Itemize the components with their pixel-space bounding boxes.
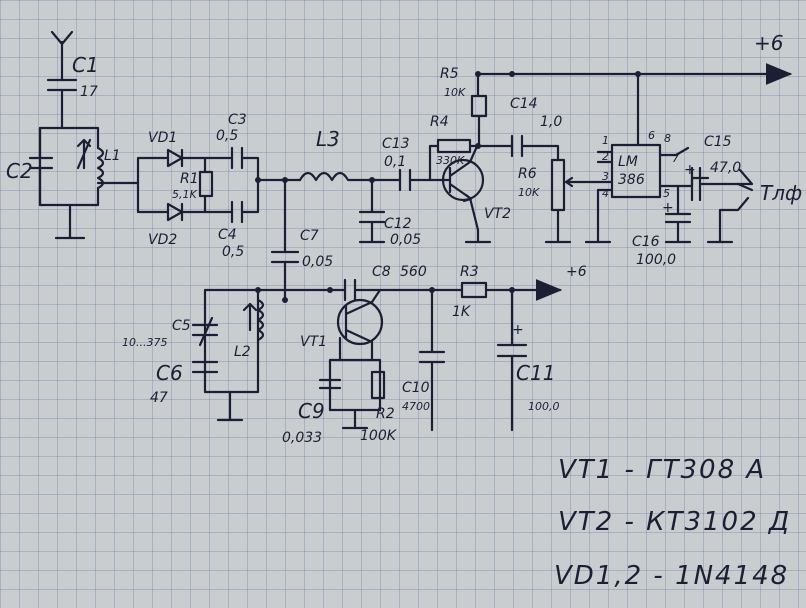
value-c9: 0,033 — [282, 430, 322, 446]
vt2-stage — [428, 71, 560, 244]
label-l3: L3 — [316, 127, 340, 151]
label-c6: C6 — [156, 361, 183, 385]
value-c13: 0,1 — [384, 154, 406, 170]
value-r4: 330K — [436, 154, 465, 167]
ic-pin-6: 6 — [648, 129, 655, 142]
ic-pin-2: 2 — [602, 150, 609, 163]
value-c15: 47,0 — [710, 160, 741, 176]
ic-label-line2: 386 — [618, 172, 645, 188]
value-c4: 0,5 — [222, 244, 244, 260]
plus-c11: + — [512, 322, 524, 338]
potentiometer-r6 — [544, 158, 600, 244]
label-vt1: VT1 — [300, 334, 327, 350]
note-vt2: VT2 - КТ3102 Д — [558, 507, 791, 537]
label-l2: L2 — [234, 344, 251, 360]
label-vd2: VD2 — [148, 232, 177, 248]
capacitor-c7 — [270, 178, 300, 302]
value-r1: 5,1K — [172, 188, 197, 201]
value-c5: 10...375 — [122, 336, 167, 349]
ic-pin-5: 5 — [663, 187, 670, 200]
capacitor-c1 — [46, 78, 78, 130]
value-c3: 0,5 — [216, 128, 238, 144]
value-r6: 10K — [518, 186, 540, 199]
label-vd1: VD1 — [148, 130, 177, 146]
label-c4: C4 — [218, 227, 237, 243]
value-c7: 0,05 — [302, 254, 333, 270]
value-c12: 0,05 — [390, 232, 421, 248]
antenna — [50, 30, 74, 82]
label-supply-main: +6 — [754, 31, 783, 55]
value-c11: 100,0 — [528, 400, 560, 413]
ic-pin-3: 3 — [602, 170, 609, 183]
value-c6: 47 — [150, 390, 168, 406]
label-c3: C3 — [228, 112, 247, 128]
ic-pin-8: 8 — [664, 132, 671, 145]
note-vt1: VT1 - ГТ308 А — [558, 455, 766, 485]
label-r2: R2 — [376, 406, 395, 422]
label-c16: C16 — [632, 234, 660, 250]
label-phones: Тлф — [760, 181, 802, 205]
label-c14: C14 — [510, 96, 538, 112]
ic-pin-1: 1 — [602, 134, 609, 147]
label-r5: R5 — [440, 66, 459, 82]
value-r2: 100K — [360, 428, 398, 444]
note-vd12: VD1,2 - 1N4148 — [554, 561, 789, 591]
label-r4: R4 — [430, 114, 449, 130]
value-r5: 10K — [444, 86, 466, 99]
label-r1: R1 — [180, 171, 199, 187]
oscillator-tank — [191, 287, 332, 422]
oscillator-supply — [398, 283, 560, 432]
label-c9: C9 — [298, 399, 325, 423]
plus-c15: + — [684, 162, 696, 178]
label-c10: C10 — [402, 380, 430, 396]
value-c1: 17 — [80, 84, 98, 100]
label-c8: C8 — [372, 264, 391, 280]
headphone-jack — [706, 168, 754, 244]
value-c14: 1,0 — [540, 114, 562, 130]
label-r3: R3 — [460, 264, 479, 280]
label-l1: L1 — [104, 148, 121, 164]
amplifier-ic-lm386 — [584, 143, 740, 244]
l3-c13-chain — [282, 168, 452, 244]
label-c5: C5 — [172, 318, 191, 334]
label-c11: C11 — [516, 361, 555, 385]
label-c2: C2 — [6, 159, 33, 183]
label-c7: C7 — [300, 228, 319, 244]
label-vt2: VT2 — [484, 206, 511, 222]
plus-c16: + — [662, 200, 674, 216]
value-c16: 100,0 — [636, 252, 676, 268]
label-supply-osc: +6 — [566, 264, 587, 280]
ic-pin-7: 7 — [672, 152, 679, 165]
label-c12: C12 — [384, 216, 412, 232]
label-c15: C15 — [704, 134, 732, 150]
label-r6: R6 — [518, 166, 537, 182]
ic-pin-4: 4 — [602, 187, 609, 200]
value-c8: 560 — [400, 264, 427, 280]
input-tank-c2-l1 — [28, 126, 140, 240]
main-supply-rail — [476, 63, 793, 147]
ic-label-line1: LM — [618, 154, 638, 170]
vt1-stage — [318, 278, 402, 430]
value-r3: 1K — [452, 304, 472, 320]
detector-block — [136, 146, 302, 224]
label-c13: C13 — [382, 136, 410, 152]
label-c1: C1 — [72, 53, 99, 77]
value-c10: 4700 — [402, 400, 430, 413]
